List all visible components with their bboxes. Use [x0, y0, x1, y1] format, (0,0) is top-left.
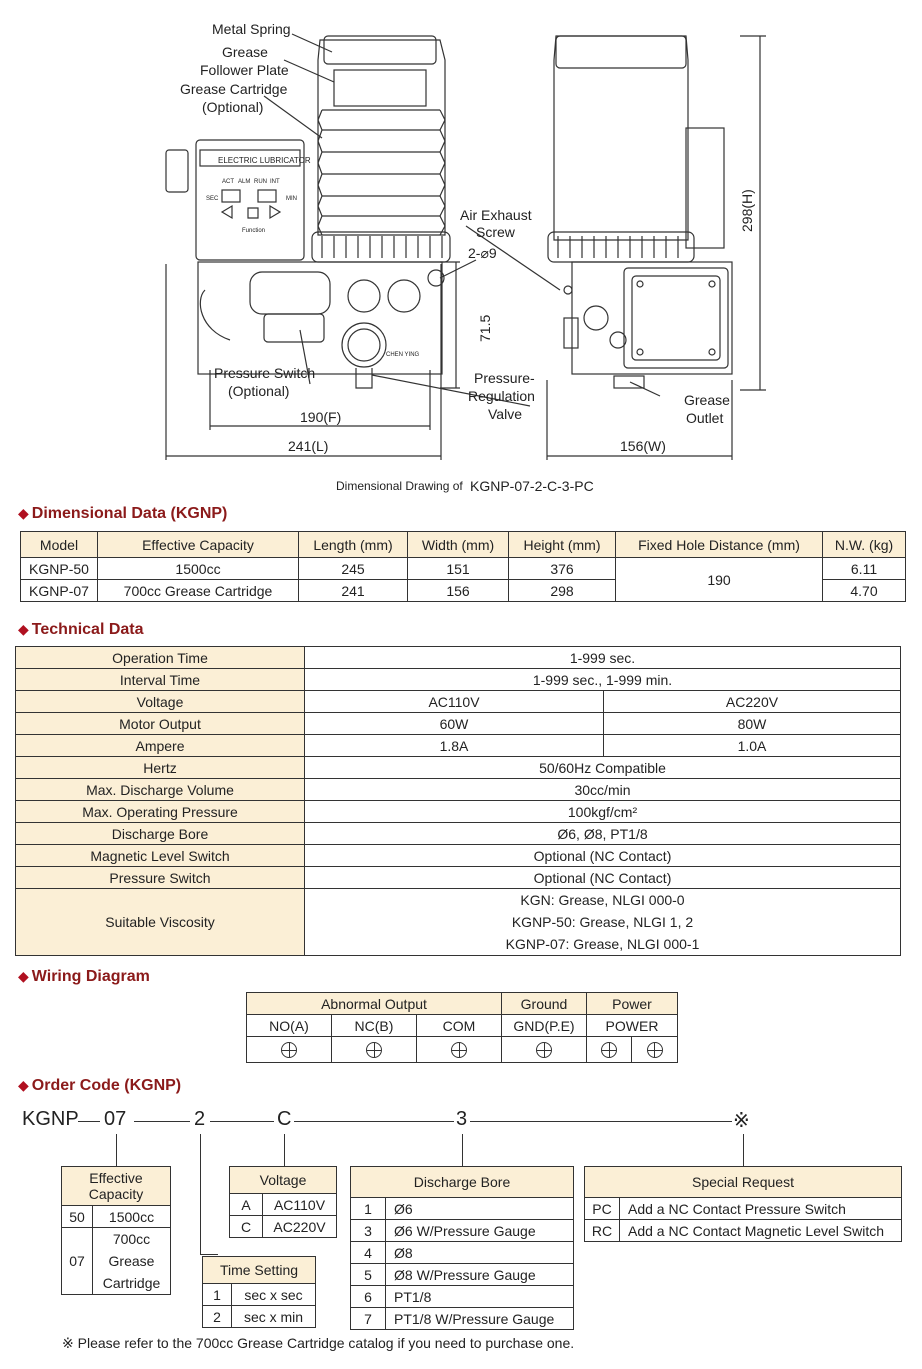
code-part-time: 2 [194, 1108, 206, 1130]
svg-text:ACT: ACT [222, 179, 234, 185]
side-cartridge [553, 35, 689, 241]
svg-text:Grease: Grease [222, 44, 268, 60]
dimensional-section-title: ◆Dimensional Data (KGNP) [18, 505, 228, 522]
svg-text:SEC: SEC [206, 196, 219, 202]
svg-text:2-⌀9: 2-⌀9 [468, 245, 497, 261]
svg-text:Pressure Switch: Pressure Switch [214, 365, 315, 381]
svg-text:Outlet: Outlet [686, 410, 723, 426]
svg-text:CHEN YING: CHEN YING [386, 352, 420, 358]
caption-model: KGNP-07-2-C-3-PC [470, 478, 594, 494]
wiring-section-title: ◆Wiring Diagram [18, 968, 150, 985]
order-section-title: ◆Order Code (KGNP) [18, 1077, 182, 1094]
table-row: KGNP-50 1500cc 245 151 376 190 6.11 [20, 557, 906, 602]
svg-text:Grease Cartridge: Grease Cartridge [180, 81, 288, 97]
technical-section-title: ◆Technical Data [18, 621, 144, 638]
controller-box [195, 139, 305, 261]
label-metal-spring: Metal Spring [212, 21, 291, 37]
table-row: KGNP-07 700cc Grease Cartridge 241 156 2… [20, 579, 906, 602]
svg-text:MIN: MIN [286, 196, 297, 202]
svg-text:241(L): 241(L) [288, 438, 328, 454]
code-part-model: KGNP [22, 1108, 79, 1130]
svg-text:190(F): 190(F) [300, 409, 341, 425]
svg-text:71.5: 71.5 [477, 315, 493, 342]
terminal-icon [536, 1042, 552, 1059]
terminal-icon [646, 1042, 663, 1059]
svg-text:(Optional): (Optional) [202, 99, 263, 115]
svg-text:RUN: RUN [254, 179, 267, 185]
cartridge-body [317, 39, 446, 236]
terminal-icon [366, 1042, 382, 1059]
code-part-special: ※ [733, 1110, 750, 1132]
svg-text:ELECTRIC LUBRICATOR: ELECTRIC LUBRICATOR [218, 156, 311, 165]
code-part-bore: 3 [456, 1108, 468, 1130]
svg-text:Function: Function [242, 228, 265, 234]
terminal-icon [281, 1042, 297, 1059]
code-part-voltage: C [277, 1108, 292, 1130]
svg-text:Pressure-: Pressure- [474, 370, 535, 386]
svg-text:Follower Plate: Follower Plate [200, 62, 289, 78]
svg-text:Valve: Valve [488, 406, 522, 422]
order-note: ※ Please refer to the 700cc Grease Cartr… [62, 1335, 575, 1351]
caption-prefix: Dimensional Drawing of [336, 479, 463, 493]
svg-text:Air Exhaust: Air Exhaust [460, 207, 532, 223]
svg-text:INT: INT [270, 179, 280, 185]
code-part-capacity: 07 [104, 1108, 127, 1130]
pump-body [197, 261, 443, 375]
svg-text:Grease: Grease [684, 392, 730, 408]
svg-text:Regulation: Regulation [468, 388, 535, 404]
terminal-icon [601, 1042, 618, 1059]
dimensional-table: Model Effective Capacity Length (mm) Wid… [20, 531, 906, 602]
dimensional-drawing: Metal Spring Grease Follower Plate Greas… [165, 21, 766, 494]
svg-text:ALM: ALM [238, 179, 250, 185]
svg-text:156(W): 156(W) [620, 438, 666, 454]
cartridge-cap [323, 35, 437, 65]
svg-text:Screw: Screw [476, 224, 516, 240]
svg-text:(Optional): (Optional) [228, 383, 289, 399]
junction-box [571, 261, 733, 375]
wiring-table: Abnormal Output Ground Power NO(A) NC(B)… [246, 992, 678, 1063]
svg-text:298(H): 298(H) [739, 189, 755, 232]
terminal-icon [451, 1042, 467, 1059]
